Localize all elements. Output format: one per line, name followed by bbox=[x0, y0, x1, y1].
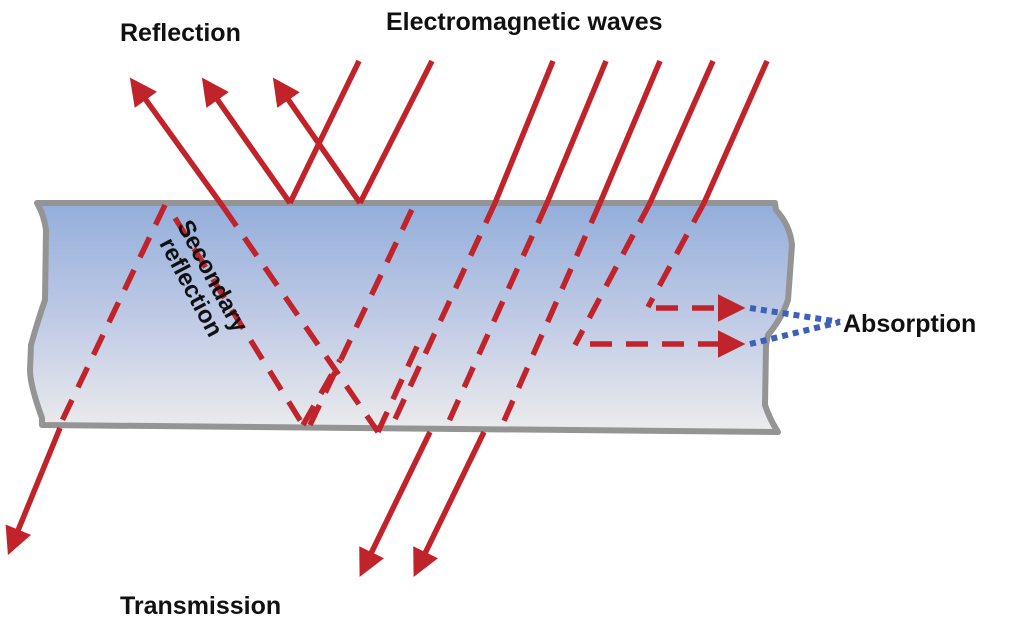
reflection-label: Reflection bbox=[120, 19, 241, 47]
incident-wave bbox=[597, 59, 663, 205]
transmitted-wave-internal bbox=[387, 201, 498, 432]
transmitted-wave-internal bbox=[57, 203, 168, 427]
absorption-label: Absorption bbox=[843, 310, 977, 338]
absorbed-wave-internal bbox=[572, 201, 653, 347]
incident-wave bbox=[357, 59, 435, 205]
secondary-reflection-path bbox=[307, 201, 418, 427]
absorption-connector bbox=[749, 319, 841, 347]
secondary-reflection-path bbox=[172, 216, 306, 427]
incident-wave bbox=[647, 59, 716, 205]
secondary-reflection-path bbox=[221, 206, 381, 434]
shielding-slab bbox=[27, 200, 795, 435]
reflected-wave bbox=[201, 77, 293, 205]
incident-wave bbox=[287, 59, 362, 205]
reflected-wave bbox=[272, 77, 363, 205]
incident-wave bbox=[492, 59, 556, 205]
absorption-connector bbox=[749, 305, 841, 325]
transmitted-wave bbox=[359, 430, 433, 577]
reflected-wave bbox=[129, 77, 227, 210]
transmission-label: Transmission bbox=[120, 592, 282, 620]
electromagnetic-waves-label: Electromagnetic waves bbox=[386, 8, 663, 36]
incident-wave bbox=[544, 59, 609, 205]
secondary-reflection-path bbox=[300, 358, 343, 427]
transmitted-wave-internal bbox=[497, 201, 603, 432]
absorbed-wave-internal bbox=[645, 201, 707, 309]
absorption-dots bbox=[749, 305, 841, 347]
transmitted-wave bbox=[413, 430, 487, 577]
incident-wave bbox=[701, 59, 770, 205]
secondary-reflection-path bbox=[375, 338, 423, 434]
transmitted-wave-internal bbox=[442, 201, 550, 432]
transmitted-wave bbox=[5, 426, 63, 556]
wave-group bbox=[5, 59, 770, 577]
